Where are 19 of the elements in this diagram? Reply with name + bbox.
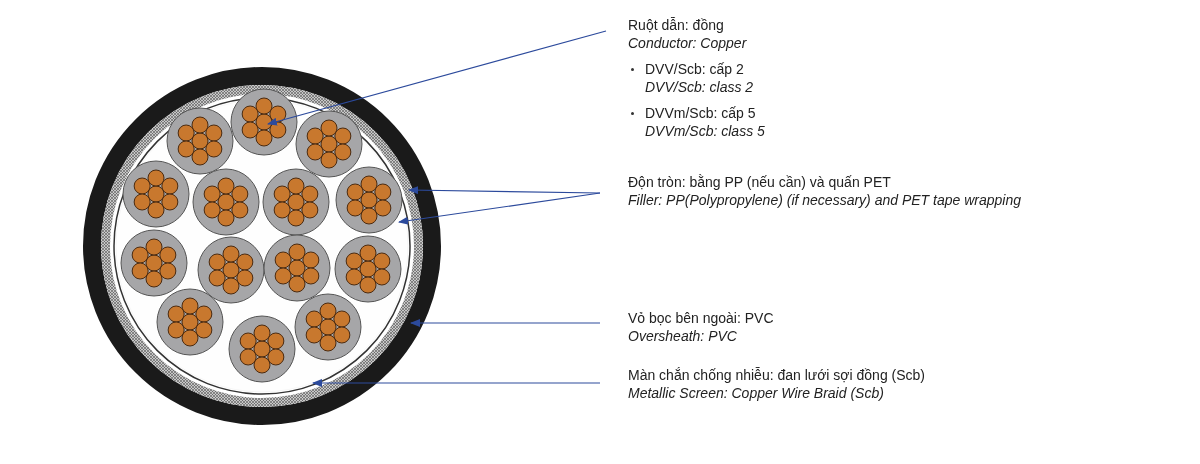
leader-line xyxy=(267,30,607,126)
english-label: Oversheath: PVC xyxy=(628,327,738,345)
leader-line xyxy=(408,186,601,195)
vietnamese-label: Màn chắn chống nhiễu: đan lưới sợi đồng (Scb) xyxy=(628,366,925,384)
english-label: DVVm/Scb: class 5 xyxy=(645,122,765,140)
conductor-strands-drawing xyxy=(241,97,287,147)
leader-line xyxy=(398,192,601,225)
leader-line xyxy=(312,379,601,387)
english-label: Metallic Screen: Copper Wire Braid (Scb) xyxy=(628,384,885,402)
vietnamese-label: DVV/Scb: cấp 2 xyxy=(645,60,745,78)
oversheath-ring xyxy=(83,67,441,425)
vietnamese-label: Ruột dẫn: đồng xyxy=(628,16,725,34)
vietnamese-label: DVVm/Scb: cấp 5 xyxy=(645,104,757,122)
english-label: Filler: PP(Polypropylene) (if necessary) and PET tape wrapping xyxy=(628,191,1021,209)
english-label: Conductor: Copper xyxy=(628,34,748,52)
vietnamese-label: Vỏ bọc bên ngoài: PVC xyxy=(628,309,774,327)
english-label: DVV/Scb: class 2 xyxy=(645,78,755,96)
vietnamese-label: Độn tròn: bằng PP (nếu cần) và quấn PET xyxy=(628,173,892,191)
leader-line xyxy=(410,319,601,327)
